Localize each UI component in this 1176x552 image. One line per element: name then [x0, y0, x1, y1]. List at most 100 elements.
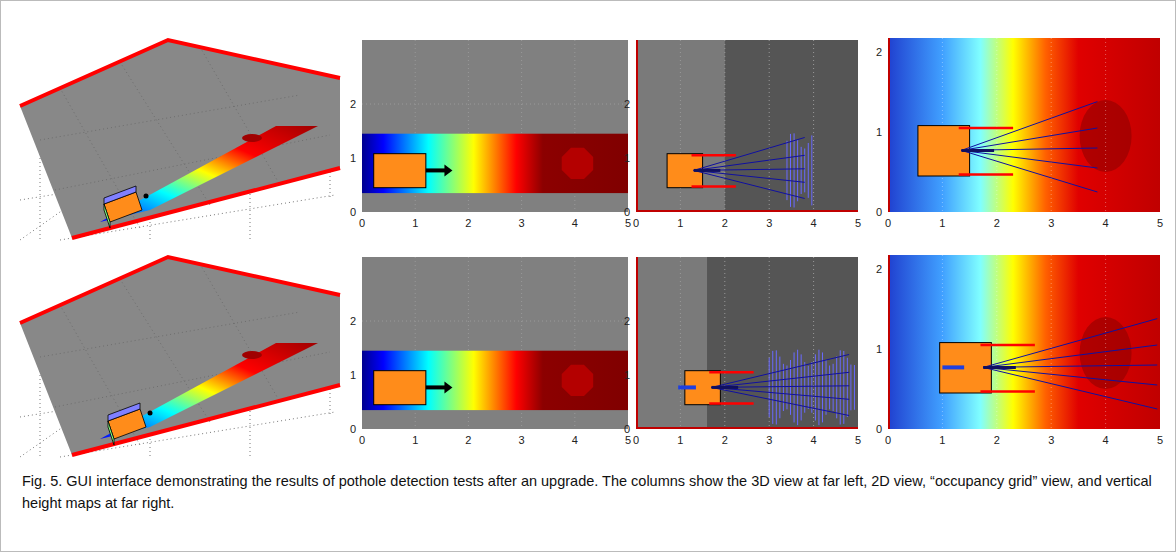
occupancy-grid-view [636, 40, 858, 212]
terrain-strip [362, 134, 628, 193]
axis-tick: 5 [1157, 434, 1163, 446]
axis-tick: 1 [412, 217, 418, 229]
detection-hatch [779, 357, 780, 419]
axis-tick: 2 [994, 217, 1000, 229]
sensor-ray [694, 170, 805, 198]
sensor-ray [983, 365, 1157, 367]
grid-line [996, 38, 997, 212]
3d-view [20, 257, 340, 457]
sensor-boundary [709, 402, 753, 405]
3d-view [20, 40, 340, 240]
detection-hatch [801, 354, 802, 420]
plot-area [362, 257, 628, 429]
grid-line [813, 40, 814, 212]
pothole [562, 148, 593, 179]
detection-hatch [804, 362, 805, 413]
terrain-strip [362, 351, 628, 410]
axis-tick: 2 [624, 315, 630, 327]
axis-tick: 0 [633, 434, 639, 446]
pothole [242, 134, 262, 142]
detection-hatch [850, 365, 851, 411]
axis-tick: 0 [359, 434, 365, 446]
sensor-ray [961, 150, 1097, 168]
sensor-ray [983, 367, 1157, 385]
grid-line [680, 257, 681, 429]
detection-hatch [843, 351, 844, 424]
axis-tick: 4 [572, 434, 578, 446]
height-map [888, 255, 1160, 429]
axis-tick: 4 [572, 217, 578, 229]
ground-plane [20, 40, 340, 238]
detection-hatch [797, 350, 798, 425]
axis-tick: 3 [766, 217, 772, 229]
sensor-boundary [692, 185, 736, 188]
axis-tick: 3 [519, 217, 525, 229]
sensor-ray [711, 387, 849, 399]
grid-line [40, 95, 300, 140]
sensor-ray [711, 354, 849, 387]
plot-area [362, 40, 628, 212]
vehicle-top [104, 186, 136, 204]
axis-tick: 1 [412, 434, 418, 446]
axis-tick: 1 [876, 343, 882, 355]
sensor-boundary [980, 344, 1034, 347]
detection-hatch [818, 350, 819, 425]
grid-line [40, 150, 41, 240]
axis-tick: 1 [939, 217, 945, 229]
sensor-ray [711, 387, 849, 415]
axis-tick: 3 [766, 434, 772, 446]
axis-tick: 2 [722, 434, 728, 446]
grid-line [769, 40, 770, 212]
axis-tick: 2 [350, 315, 356, 327]
sensor-ray [961, 150, 1097, 192]
trail [942, 365, 964, 369]
axis-tick: 1 [350, 369, 356, 381]
vehicle-side [108, 421, 114, 445]
vehicle-top [108, 403, 140, 421]
sensor-ray [983, 345, 1157, 367]
axis-tick: 4 [1103, 217, 1109, 229]
axis-tick: 2 [722, 217, 728, 229]
grid-line [942, 255, 943, 429]
figure-caption: Fig. 5. GUI interface demonstrating the … [22, 470, 1152, 514]
sensor-ray [694, 169, 805, 171]
plot-area [636, 257, 858, 429]
detection-hatch [783, 364, 784, 411]
axis-tick: 1 [677, 217, 683, 229]
sensor-ray [694, 170, 805, 182]
grid-line [942, 38, 943, 212]
detection-hatch [826, 360, 827, 415]
detection-hatch [847, 358, 848, 417]
boundary-edge [637, 40, 858, 211]
detection-hatch [854, 365, 855, 410]
plot-area [636, 40, 858, 212]
pothole [242, 351, 262, 359]
axis-tick: 2 [994, 434, 1000, 446]
detection-hatch [776, 350, 777, 424]
heading-arrow [983, 366, 1016, 369]
sensor-ray [983, 319, 1157, 368]
axis-tick: 1 [939, 434, 945, 446]
detection-hatch [794, 352, 795, 422]
detection-hatch [808, 143, 809, 198]
sensor-boundary [980, 390, 1034, 393]
axis-tick: 0 [885, 434, 891, 446]
axis-tick: 3 [1048, 217, 1054, 229]
heading-arrow [426, 385, 447, 389]
axis-tick: 2 [465, 217, 471, 229]
detection-hatch [769, 358, 770, 417]
detection-hatch [811, 135, 812, 205]
axis-tick: 2 [876, 263, 882, 275]
grid-line [769, 257, 770, 429]
vehicle-box [374, 371, 426, 405]
grid-line [1051, 38, 1052, 212]
grid-line [362, 104, 628, 105]
detection-hatch [815, 354, 816, 420]
grid-line [1051, 255, 1052, 429]
ground-plane [20, 257, 340, 455]
axis-tick: 4 [811, 434, 817, 446]
axis-tick: 0 [359, 217, 365, 229]
height-map [888, 38, 1160, 212]
axis-tick: 5 [625, 434, 631, 446]
axis-tick: 4 [1103, 434, 1109, 446]
